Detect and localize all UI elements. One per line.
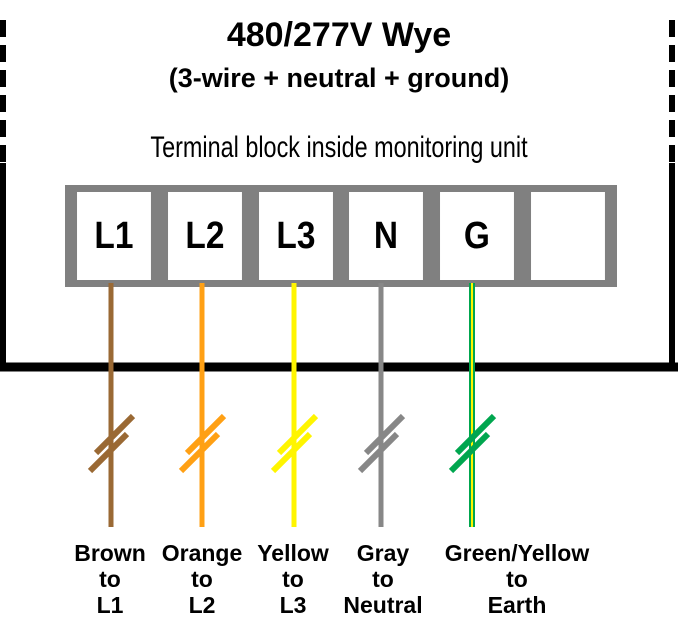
terminal-block: L1 L2 L3 N G <box>65 185 617 287</box>
wire-terminal-name: L3 <box>279 592 307 618</box>
wire-label-gray: Gray to Neutral <box>343 540 422 618</box>
wire-color-name: Brown <box>74 540 146 566</box>
wire-color-name: Green/Yellow <box>444 540 590 566</box>
wire-color-name: Gray <box>356 540 410 566</box>
wire-label-to: to <box>506 566 528 592</box>
wire-green-yellow-break-slash <box>448 431 491 474</box>
terminal-block-caption: Terminal block inside monitoring unit <box>150 131 528 164</box>
terminal-cell-empty <box>531 192 605 280</box>
wire-color-name: Yellow <box>257 540 329 566</box>
wire-label-to: to <box>372 566 394 592</box>
wire-label-yellow: Yellow to L3 <box>257 540 329 618</box>
diagram-title: 480/277V Wye <box>226 16 452 54</box>
wire-label-to: to <box>282 566 304 592</box>
wire-green-yellow-break-slash <box>454 413 497 456</box>
wire-label-green-yellow: Green/Yellow to Earth <box>445 540 589 618</box>
terminal-cell-l1: L1 <box>77 192 151 280</box>
wire-terminal-name: L2 <box>188 592 216 618</box>
terminal-cell-n: N <box>349 192 424 280</box>
wire-label-to: to <box>99 566 121 592</box>
wire-label-brown: Brown to L1 <box>74 540 146 618</box>
wire-terminal-name: L1 <box>96 592 124 618</box>
wire-brown-break-slash <box>87 431 130 474</box>
wire-orange-break-slash <box>178 431 221 474</box>
terminal-cell-l2: L2 <box>167 192 242 280</box>
wire-brown-break-slash <box>93 413 136 456</box>
wire-gray-break-slash <box>357 431 400 474</box>
wire-label-orange: Orange to L2 <box>162 540 243 618</box>
terminal-cell-l3: L3 <box>258 192 333 280</box>
wire-color-name: Orange <box>161 540 243 566</box>
wire-label-to: to <box>191 566 213 592</box>
wire-terminal-name: Earth <box>487 592 547 618</box>
wire-yellow-break-slash <box>270 431 313 474</box>
wire-gray-break-slash <box>363 413 406 456</box>
diagram-subtitle: (3-wire + neutral + ground) <box>168 63 510 93</box>
wire-orange-break-slash <box>184 413 227 456</box>
terminal-cell-g: G <box>440 192 515 280</box>
wire-terminal-name: Neutral <box>343 592 423 618</box>
wire-yellow-break-slash <box>276 413 319 456</box>
